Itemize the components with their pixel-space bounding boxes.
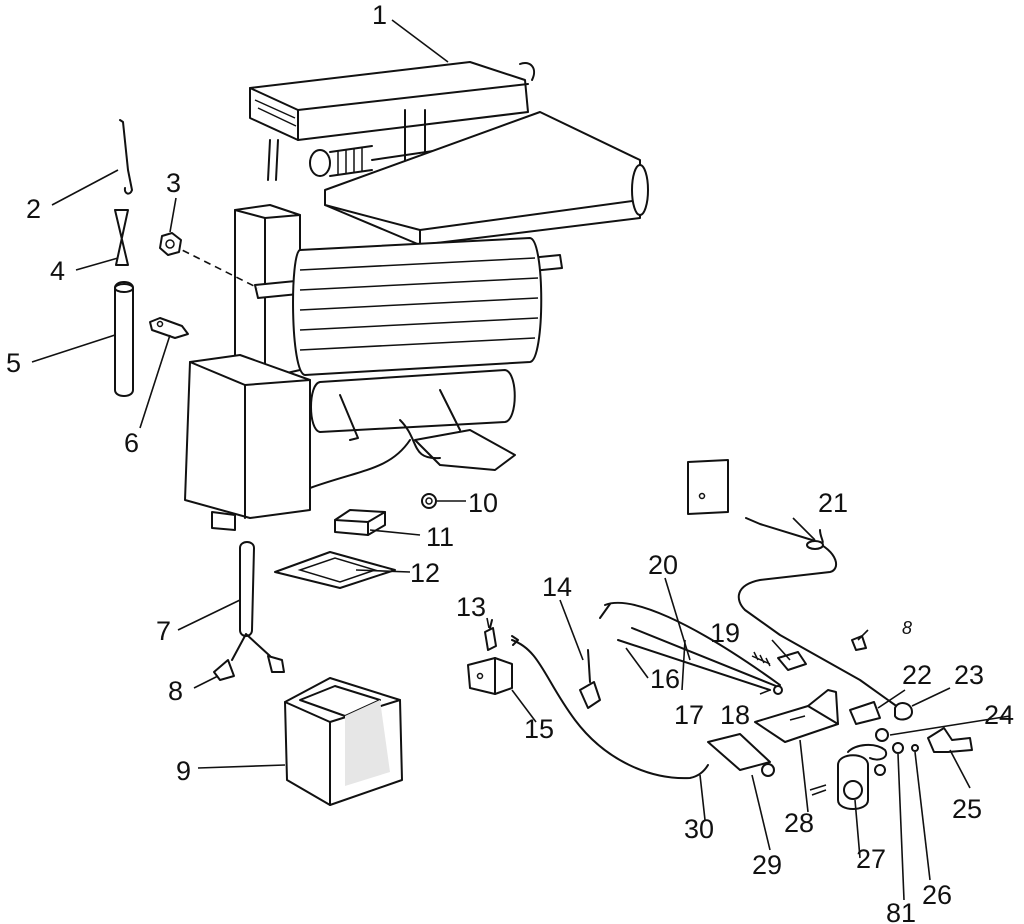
label-11: 11 (426, 522, 454, 552)
part-22-bracket (849, 701, 881, 725)
label-26: 26 (922, 880, 952, 910)
label-7: 7 (156, 616, 171, 646)
label-29: 29 (752, 850, 782, 880)
label-1: 1 (372, 0, 387, 30)
callout-labels: 1 2 3 4 5 6 7 8 9 10 11 12 13 14 15 16 1… (6, 0, 1014, 924)
part-1-cooling-unit (184, 61, 649, 531)
label-28: 28 (784, 808, 814, 838)
label-4: 4 (50, 256, 65, 286)
part-2-hook (119, 119, 133, 195)
part-25-elbow (927, 727, 973, 753)
part-5-tube (114, 281, 134, 397)
label-12: 12 (410, 558, 440, 588)
part-21-cable (687, 459, 896, 706)
label-20: 20 (648, 550, 678, 580)
part-4-clip (114, 209, 129, 266)
label-19: 19 (710, 618, 740, 648)
label-14: 14 (542, 572, 572, 602)
part-6-bracket (149, 317, 189, 339)
part-13-connector (484, 619, 497, 651)
label-5: 5 (6, 348, 21, 378)
label-25: 25 (952, 794, 982, 824)
part-11-block (334, 509, 386, 536)
part-30-cable (511, 635, 709, 780)
part-16-17-rods (617, 627, 777, 691)
part-10-grommet (421, 493, 437, 509)
part-81-washer (892, 742, 904, 754)
part-18-pin (773, 685, 783, 695)
label-27: 27 (856, 844, 886, 874)
part-19-spring (751, 651, 807, 671)
coil (309, 145, 373, 177)
part-7-rod (231, 541, 271, 661)
part-29-bracket (707, 733, 775, 777)
part-23-cap (894, 702, 913, 721)
leader-lines (31, 19, 1011, 901)
part-24-fitting (875, 728, 889, 742)
label-16: 16 (650, 664, 680, 694)
assembly-guide-line (171, 244, 259, 289)
part-14-valve (579, 649, 601, 709)
label-17: 17 (674, 700, 704, 730)
label-13: 13 (456, 592, 486, 622)
label-15: 15 (524, 714, 554, 744)
label-2: 2 (26, 194, 41, 224)
part-20-rod (599, 601, 781, 686)
part-26-pin (911, 744, 919, 752)
label-18: 18 (720, 700, 750, 730)
part-9-box (284, 677, 403, 806)
label-21: 21 (818, 488, 848, 518)
label-6: 6 (124, 428, 139, 458)
part-8b-electrode (851, 635, 867, 651)
label-23: 23 (954, 660, 984, 690)
label-81: 81 (886, 898, 916, 924)
label-8: 8 (168, 676, 183, 706)
part-15-bracket (467, 657, 513, 695)
bellows (292, 237, 543, 376)
part-8-electrodes (213, 655, 285, 681)
label-8b: 8 (902, 618, 912, 638)
part-28-plate (754, 689, 839, 743)
label-10: 10 (468, 488, 498, 518)
label-22: 22 (902, 660, 932, 690)
label-30: 30 (684, 814, 714, 844)
part-27-gas-valve (809, 744, 888, 810)
label-24: 24 (984, 700, 1014, 730)
label-9: 9 (176, 756, 191, 786)
label-3: 3 (166, 168, 181, 198)
part-3-nut (159, 232, 182, 256)
